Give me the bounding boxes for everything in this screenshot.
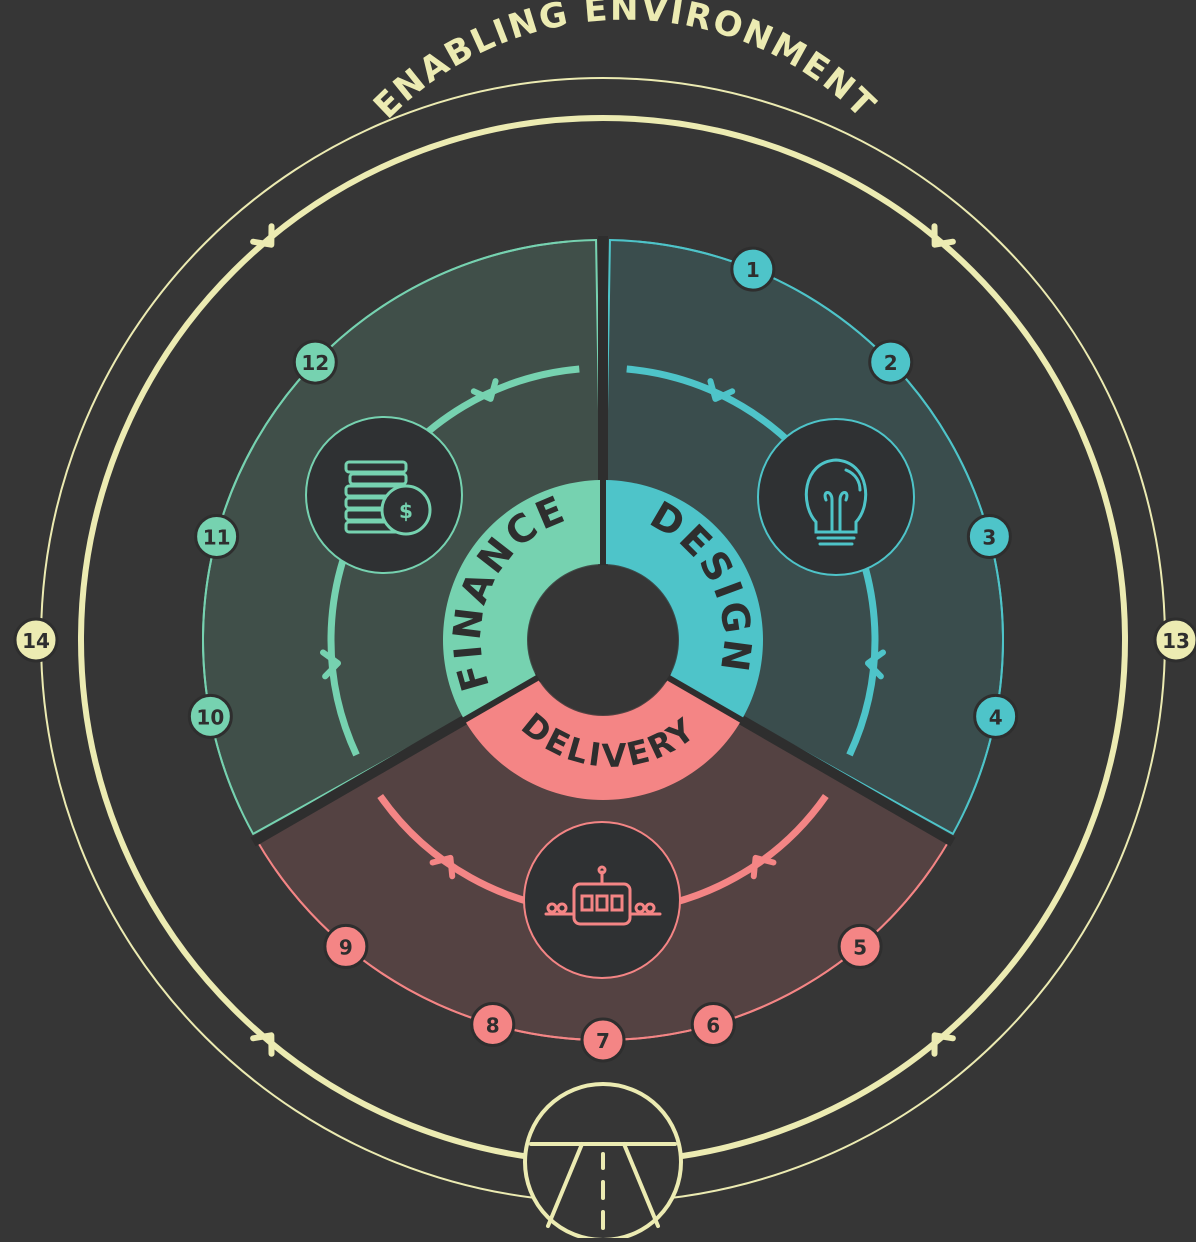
step-badge-2: 2: [868, 339, 914, 385]
step-number: 12: [301, 351, 329, 375]
cycle-arrow-design-a: [707, 378, 736, 402]
step-badge-circle: [1153, 617, 1196, 663]
environment-arrow-c: [250, 1032, 275, 1057]
step-badge-circle: [973, 693, 1019, 739]
step-badge-8: 8: [470, 1002, 516, 1048]
step-number: 1: [746, 258, 760, 282]
step-badge-13: 13: [1153, 617, 1196, 663]
donut-segment-finance: [443, 480, 602, 718]
road-icon: [523, 1082, 683, 1242]
step-badge-circle: [966, 513, 1012, 559]
cycle-arrow-design-b: [864, 649, 886, 680]
step-badge-circle: [323, 923, 369, 969]
step-badge-circle: [13, 617, 59, 663]
step-badge-9: 9: [323, 923, 369, 969]
step-badge-11: 11: [194, 513, 240, 559]
coins-dollar-icon: $: [305, 416, 463, 574]
step-number: 13: [1162, 629, 1190, 653]
donut-divider-2: [665, 674, 745, 724]
step-badge-1: 1: [730, 246, 776, 292]
step-badge-circle: [868, 339, 914, 385]
donut-segment-delivery: [464, 678, 742, 800]
lightbulb-icon: [757, 418, 915, 576]
center-donut: [443, 478, 763, 800]
step-number: 5: [853, 935, 867, 959]
step-badge-10: 10: [187, 693, 233, 739]
step-badge-14: 14: [13, 617, 59, 663]
step-badge-circle: [187, 693, 233, 739]
svg-text:$: $: [399, 499, 413, 523]
environment-arrow-d: [250, 223, 275, 248]
cycle-arrow-delivery-b: [429, 854, 456, 880]
diagram-title: ENABLING ENVIRONMENT: [366, 0, 884, 127]
step-badge-circle: [837, 923, 883, 969]
step-badge-5: 5: [837, 923, 883, 969]
step-badge-circle: [470, 1002, 516, 1048]
step-badge-7: 7: [580, 1017, 626, 1063]
step-number: 4: [989, 705, 1003, 729]
assembly-line-icon: [523, 821, 681, 979]
cycle-arrow-delivery-a: [750, 854, 777, 880]
step-badge-12: 12: [292, 339, 338, 385]
step-badge-4: 4: [973, 693, 1019, 739]
step-badge-circle: [730, 246, 776, 292]
step-number: 9: [339, 935, 353, 959]
step-badge-6: 6: [690, 1002, 736, 1048]
step-badge-circle: [292, 339, 338, 385]
step-number: 3: [982, 525, 996, 549]
step-number: 14: [22, 629, 50, 653]
donut-divider-3: [461, 674, 541, 724]
step-number: 2: [884, 351, 898, 375]
diagram-title-textpath: ENABLING ENVIRONMENT: [366, 0, 882, 127]
donut-segment-design: [604, 480, 763, 718]
step-badge-circle: [194, 513, 240, 559]
environment-arrow-a: [931, 223, 956, 248]
environment-arrow-b: [931, 1032, 956, 1057]
step-badge-3: 3: [966, 513, 1012, 559]
step-badge-circle: [580, 1017, 626, 1063]
step-number: 10: [196, 705, 224, 729]
step-number: 8: [486, 1014, 500, 1038]
cycle-arrow-finance-a: [320, 649, 342, 680]
step-number: 7: [596, 1029, 610, 1053]
cycle-arrow-finance-b: [470, 378, 499, 402]
center-hole: [528, 565, 678, 715]
step-number: 11: [203, 525, 231, 549]
step-badge-circle: [690, 1002, 736, 1048]
step-number: 6: [706, 1014, 720, 1038]
